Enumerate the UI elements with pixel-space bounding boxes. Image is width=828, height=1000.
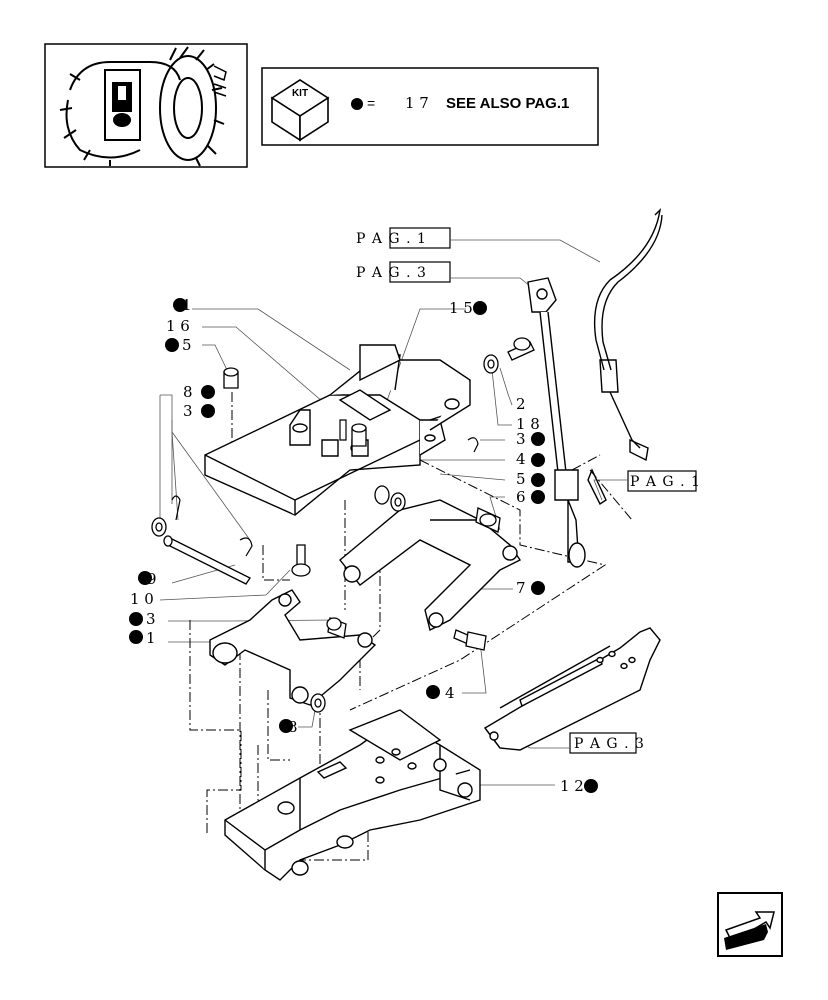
washer-8-lower[interactable] (310, 693, 326, 713)
callout-3a: 3 (183, 402, 193, 420)
callout-12: 1 2 (560, 777, 584, 795)
callout-6: 6 (516, 488, 526, 506)
svg-text:P A G . 1: P A G . 1 (630, 474, 701, 490)
washer-18[interactable] (483, 354, 499, 374)
kit-dot-icon (351, 98, 363, 110)
leader-lines (159, 239, 628, 789)
callout-8b: 8 (288, 718, 298, 736)
washer-8[interactable] (151, 517, 167, 537)
callout-1: 1 (182, 296, 192, 314)
kit-box-icon (270, 79, 330, 142)
bolt-10[interactable] (291, 544, 311, 577)
bolt-13[interactable] (326, 617, 347, 639)
pin-9[interactable] (163, 535, 251, 585)
drawbar[interactable] (483, 627, 661, 751)
bolt-2[interactable] (507, 337, 535, 361)
kit-note-number: 1 7 (405, 94, 429, 112)
bolt-15[interactable] (351, 423, 367, 447)
callout-5b: 5 (516, 470, 526, 488)
upper-bracket[interactable] (204, 344, 471, 516)
callout-4b: 4 (445, 684, 455, 702)
callout-3b: 3 (516, 430, 526, 448)
callout-2: 2 (516, 395, 526, 413)
kit-equals: = (367, 95, 375, 111)
arm-11[interactable] (209, 589, 377, 706)
callout-13: 3 (146, 610, 156, 628)
svg-text:P A G . 1: P A G . 1 (356, 231, 427, 247)
link-7[interactable] (339, 499, 522, 632)
kit-note-text: SEE ALSO PAG.1 (446, 95, 569, 112)
svg-text:P A G . 3: P A G . 3 (356, 265, 427, 281)
ref-pag3-right[interactable]: P A G . 3 (569, 732, 645, 754)
r-clip[interactable] (171, 437, 479, 557)
pin-16[interactable] (339, 419, 347, 441)
callout-4a: 4 (516, 450, 526, 468)
callout-18: 1 8 (516, 415, 540, 433)
pin-6[interactable] (475, 507, 501, 533)
lower-hitch-frame[interactable] (224, 709, 481, 881)
next-page-arrow-icon[interactable] (717, 892, 783, 957)
callout-9: 9 (147, 570, 157, 588)
ref-pag1-right[interactable]: P A G . 1 (627, 470, 701, 492)
callout-10: 1 0 (130, 590, 154, 608)
callout-16: 1 6 (166, 317, 190, 335)
callout-15: 1 5 (449, 299, 473, 317)
control-cable[interactable] (587, 208, 663, 506)
callout-7: 7 (516, 579, 526, 597)
plug-5[interactable] (223, 367, 239, 389)
washers-5-4[interactable] (374, 485, 406, 512)
callout-11: 1 (146, 629, 156, 647)
ref-pag1-top[interactable]: P A G . 1 (356, 227, 451, 249)
bolt-4-lower[interactable] (453, 629, 487, 651)
kit-legend: KIT = 1 7 SEE ALSO PAG.1 (261, 67, 599, 146)
tractor-thumbnail-icon (44, 43, 248, 168)
callout-5a: 5 (182, 336, 192, 354)
callout-8a: 8 (183, 383, 193, 401)
ref-pag3-top[interactable]: P A G . 3 (356, 261, 451, 283)
callouts: 1 1 6 1 5 5 8 3 2 1 8 3 4 5 6 9 1 0 3 1 … (129, 296, 598, 795)
lift-rod[interactable] (527, 277, 586, 568)
kit-label: KIT (292, 88, 308, 99)
svg-text:P A G . 3: P A G . 3 (574, 736, 645, 752)
